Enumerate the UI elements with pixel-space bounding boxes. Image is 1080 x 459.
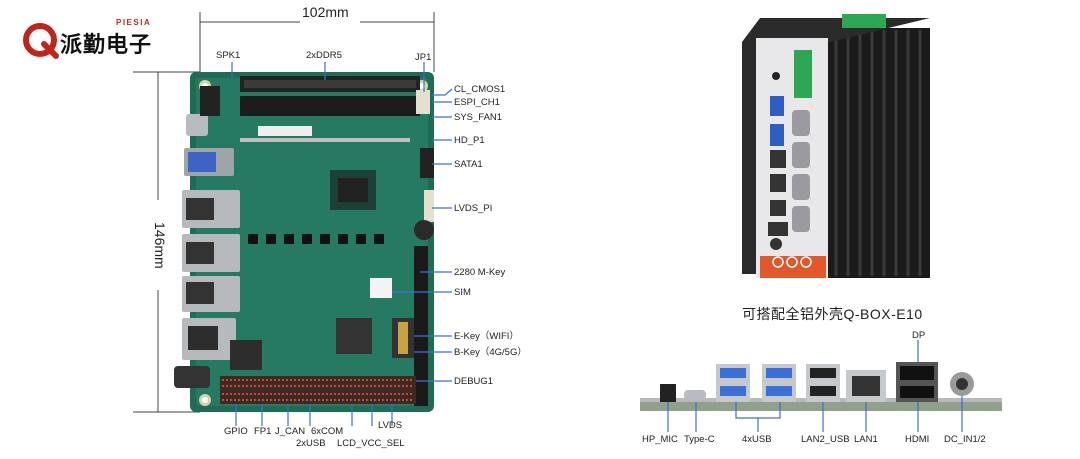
label-spk1: SPK1 [216,50,241,61]
label-espi-ch1: ESPI_CH1 [454,97,500,108]
io-panel-image [640,362,1002,411]
label-debug1: DEBUG1 [454,376,494,387]
io-label-type-c: Type-C [684,434,715,445]
label-m2-mkey: 2280 M-Key [454,267,506,278]
label-ddr: 2xDDR5 [306,50,342,61]
board-leader-lines [231,62,453,426]
label-jp1: JP1 [415,52,432,63]
label-6xcom: 6xCOM [311,426,344,437]
io-label-dc-in: DC_IN1/2 [944,434,986,445]
label-sys-fan1: SYS_FAN1 [454,112,503,123]
board-height-label: 146mm [152,222,168,269]
io-label-lan2-usb: LAN2_USB [801,434,850,445]
height-dimension [133,71,200,413]
label-bkey: B-Key（4G/5G） [454,347,527,358]
motherboard-image [174,72,434,412]
board-width-label: 102mm [302,4,349,20]
io-label-hp-mic: HP_MIC [642,434,678,445]
label-fp1: FP1 [254,426,272,437]
io-label-dp: DP [912,330,926,341]
label-2xusb: 2xUSB [296,438,326,449]
width-dimension [199,12,435,72]
logo-mark [23,23,59,59]
label-cl-cmos1: CL_CMOS1 [454,84,506,95]
io-leader-lines [667,340,963,432]
label-hd-p1: HD_P1 [454,135,485,146]
label-lvds: LVDS [378,420,403,431]
logo-english-text: PIESIA [116,18,152,27]
io-label-hdmi: HDMI [905,434,930,445]
label-jcan: J_CAN [275,426,306,437]
label-gpio: GPIO [224,426,248,437]
enclosure-image [742,14,930,278]
label-sata1: SATA1 [454,159,483,170]
enclosure-caption: 可搭配全铝外壳Q-BOX-E10 [742,306,923,322]
io-label-lan1: LAN1 [854,434,878,445]
label-lvds-pi: LVDS_PI [454,203,493,214]
io-label-4xusb: 4xUSB [742,434,772,445]
logo-chinese-text: 派勤电子 [60,32,153,57]
label-lcd-vcc-sel: LCD_VCC_SEL [337,438,405,449]
label-sim: SIM [454,287,471,298]
label-ekey: E-Key（WIFI） [454,331,519,342]
